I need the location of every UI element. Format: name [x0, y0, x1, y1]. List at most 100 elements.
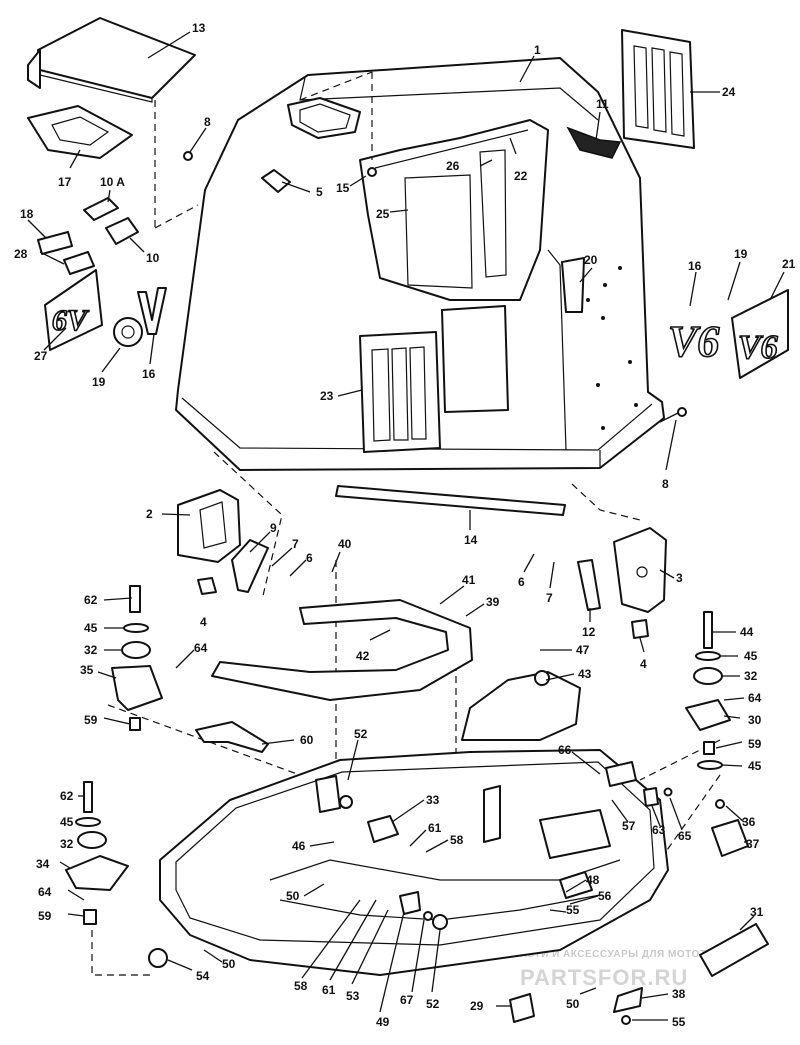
- callout: 64: [748, 691, 762, 705]
- callout: 19: [92, 375, 106, 389]
- callout: 14: [464, 533, 478, 547]
- callout: 58: [294, 979, 308, 993]
- bracket-28: [63, 251, 95, 275]
- clip-10a: [83, 197, 119, 221]
- fitting-66: [605, 761, 637, 787]
- top-grille: [621, 29, 695, 149]
- callout: 8: [662, 477, 669, 491]
- callout: 45: [744, 649, 758, 663]
- clip-29: [509, 993, 535, 1023]
- mount-4b: [631, 619, 649, 639]
- post-67: [483, 785, 501, 843]
- callout: 43: [578, 667, 592, 681]
- callout: 60: [300, 733, 314, 747]
- callout: 59: [84, 713, 98, 727]
- grommet-54: [148, 948, 168, 968]
- callout: 48: [586, 873, 600, 887]
- callout: 38: [672, 987, 686, 1001]
- callout: 32: [744, 669, 758, 683]
- callout: 50: [566, 997, 580, 1011]
- callout: 3: [676, 571, 683, 585]
- callout: 52: [354, 727, 368, 741]
- callout: 7: [292, 537, 299, 551]
- callout: 36: [742, 815, 756, 829]
- callout: 35: [80, 663, 94, 677]
- callout: 10 A: [100, 175, 125, 189]
- mount-stack-left: [111, 585, 163, 731]
- callout: 34: [36, 857, 50, 871]
- clip-38: [613, 987, 643, 1013]
- callout: 13: [192, 21, 206, 35]
- callout: 29: [470, 999, 484, 1013]
- screw-36: [715, 799, 725, 809]
- callout: 45: [84, 621, 98, 635]
- callout: 23: [320, 389, 334, 403]
- decal-v6-left-text: V6: [668, 317, 719, 366]
- callout: 31: [750, 905, 764, 919]
- mount-stack-right: [685, 611, 731, 770]
- screw-55b: [621, 1015, 631, 1025]
- latch-plate: [27, 105, 133, 159]
- callout: 17: [58, 175, 72, 189]
- callout: 58: [450, 833, 464, 847]
- label-18: [37, 231, 73, 255]
- screw-15: [367, 167, 377, 177]
- lower-grille: [359, 331, 441, 453]
- callout: 64: [38, 885, 52, 899]
- seal-14: [335, 485, 566, 516]
- callout: 53: [346, 989, 360, 1003]
- callout: 55: [672, 1015, 686, 1029]
- callout: 11: [596, 97, 609, 111]
- clip-49: [399, 891, 421, 915]
- plate-43: [461, 671, 581, 741]
- callout: 10: [146, 251, 160, 265]
- callout: 63: [652, 823, 666, 837]
- callout: 2: [146, 507, 153, 521]
- callout: 65: [678, 829, 692, 843]
- leader-lines: [27, 31, 785, 1021]
- callout: 26: [446, 159, 460, 173]
- mount-4a: [197, 577, 217, 595]
- callout: 62: [60, 789, 74, 803]
- callout: 4: [200, 615, 207, 629]
- mount-stack-lower-left: [65, 781, 129, 925]
- latch-10: [105, 217, 139, 245]
- frame-41: [211, 599, 473, 701]
- callout: 20: [584, 253, 598, 267]
- callout: 64: [194, 641, 208, 655]
- callout: 50: [286, 889, 300, 903]
- callout: 21: [782, 257, 796, 271]
- decal-6v-text: 6V: [52, 304, 90, 337]
- callout: 39: [486, 595, 500, 609]
- callout: 50: [222, 957, 236, 971]
- watermark-line1: ЗАПЧАСТИ И АКСЕССУАРЫ ДЛЯ МОТОТЕХНИКИ: [490, 949, 750, 960]
- nut-5: [261, 169, 291, 193]
- callout: 59: [748, 737, 762, 751]
- callouts: 13 1 24 8 11 17 10 A 26 22 15 5 25 18 10…: [14, 21, 796, 1029]
- callout: 7: [546, 591, 553, 605]
- callout: 42: [356, 649, 370, 663]
- watermark: ЗАПЧАСТИ И АКСЕССУАРЫ ДЛЯ МОТОТЕХНИКИ PA…: [490, 949, 750, 990]
- bracket-52a: [315, 775, 341, 813]
- callout: 55: [566, 903, 580, 917]
- callout: 47: [576, 643, 590, 657]
- callout: 45: [748, 759, 762, 773]
- callout: 8: [204, 115, 211, 129]
- callout: 41: [462, 573, 476, 587]
- callout: 25: [376, 207, 390, 221]
- callout: 6: [306, 551, 313, 565]
- bracket-2: [177, 489, 241, 563]
- callout: 15: [336, 181, 350, 195]
- callout: 4: [640, 657, 647, 671]
- latch-20: [561, 257, 585, 313]
- connector-63: [643, 787, 659, 807]
- callout: 40: [338, 537, 352, 551]
- callout: 22: [514, 169, 528, 183]
- callout: 30: [748, 713, 762, 727]
- callout: 49: [376, 1015, 390, 1029]
- callout: 56: [598, 889, 612, 903]
- top-cowl: [154, 57, 665, 471]
- callout: 67: [400, 993, 414, 1007]
- callout: 61: [322, 983, 336, 997]
